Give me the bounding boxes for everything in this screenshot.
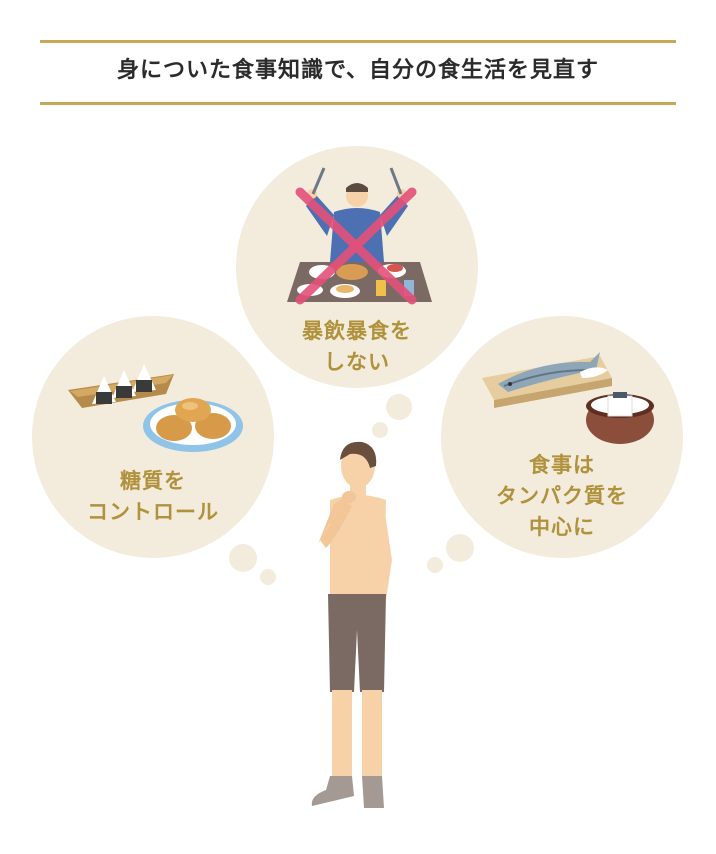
- thought-dot-left-large: [229, 544, 257, 572]
- page-title: 身についた食事知識で、自分の食生活を見直す: [116, 58, 600, 83]
- thought-dot-right-small: [427, 557, 443, 573]
- binge-eating-crossed-icon: [287, 167, 432, 305]
- thought-dot-right-large: [446, 534, 474, 562]
- grilled-fish-and-tofu-icon: [482, 352, 654, 444]
- label-carb-control: 糖質を コントロール: [32, 466, 274, 528]
- thinking-man-figure: [311, 441, 392, 808]
- label-binge-eating-line1: 暴飲暴食を: [302, 319, 412, 343]
- rice-balls-and-bread-icon: [68, 364, 243, 452]
- thought-dot-left-small: [260, 569, 276, 585]
- label-protein-focus-line1: 食事は: [529, 453, 595, 477]
- label-binge-eating: 暴飲暴食を しない: [236, 316, 478, 378]
- label-binge-eating-line2: しない: [324, 350, 390, 374]
- label-carb-control-line1: 糖質を: [120, 469, 186, 493]
- label-protein-focus-line2: タンパク質を: [496, 484, 628, 508]
- title-top-rule: [40, 40, 676, 43]
- thought-dot-top-small: [372, 422, 388, 438]
- label-carb-control-line2: コントロール: [87, 500, 219, 524]
- title-bottom-rule: [40, 102, 676, 105]
- label-protein-focus: 食事は タンパク質を 中心に: [441, 450, 683, 543]
- thought-dot-top-large: [386, 394, 412, 420]
- label-protein-focus-line3: 中心に: [529, 515, 595, 539]
